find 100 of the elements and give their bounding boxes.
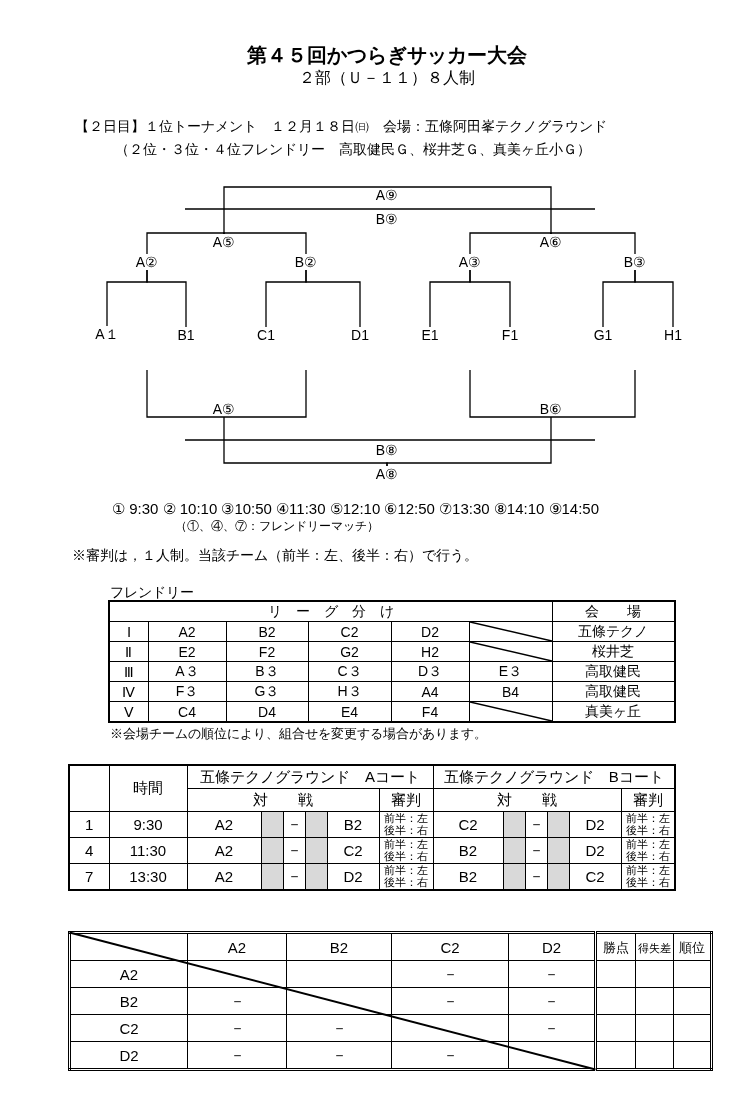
- team-label: G1: [592, 327, 614, 343]
- dash-mark: －: [544, 964, 559, 982]
- referee-note: 前半：左後半：右: [625, 812, 671, 836]
- match-label: A⑤: [211, 234, 237, 250]
- column-header: 五條テクノグラウンド Aコート: [200, 767, 421, 785]
- match-number: 1: [85, 816, 94, 833]
- row-label: A2: [119, 965, 139, 983]
- dash-mark: －: [528, 815, 544, 832]
- dash-mark: －: [331, 1018, 347, 1036]
- venue-name: 高取健民: [585, 682, 642, 699]
- team-label: F1: [500, 327, 520, 343]
- column-header: 審判: [391, 790, 421, 808]
- team-name: H2: [421, 643, 439, 660]
- venue-name: 五條テクノ: [578, 622, 649, 639]
- team-name: C2: [585, 868, 605, 885]
- bracket-line: [550, 369, 636, 418]
- match-label: B⑧: [375, 442, 399, 458]
- dash-mark: －: [528, 867, 544, 884]
- team-label: B1: [176, 327, 196, 343]
- team-label: E1: [420, 327, 440, 343]
- venue-name: 高取健民: [585, 662, 642, 679]
- team-name: C2: [343, 842, 363, 859]
- team-name: D2: [421, 623, 439, 640]
- team-name: E３: [498, 662, 523, 679]
- dash-mark: －: [544, 991, 559, 1009]
- column-header: 順位: [679, 939, 705, 955]
- team-name: D2: [343, 868, 363, 885]
- bracket-line: [223, 232, 307, 255]
- group-number: Ⅲ: [123, 663, 134, 680]
- dash-mark: －: [331, 1045, 347, 1063]
- header-text: 【２日目】１位トーナメント １２月１８日㈰ 会場：五條阿田峯テクノグラウンド: [75, 118, 607, 136]
- team-name: D2: [585, 816, 605, 833]
- bracket-line: [386, 416, 552, 467]
- team-name: H３: [337, 682, 362, 699]
- dash-mark: －: [442, 1045, 458, 1063]
- match-label: B②: [293, 254, 319, 270]
- team-name: F2: [258, 643, 276, 660]
- note-text: ※審判は，１人制。当該チーム（前半：左、後半：右）で行う。: [72, 547, 478, 565]
- referee-note: 前半：左後半：右: [625, 838, 671, 862]
- column-header: 審判: [632, 790, 663, 808]
- bracket-line: [469, 269, 511, 328]
- dash-mark: －: [286, 815, 302, 832]
- dash-mark: －: [544, 1018, 559, 1036]
- team-name: E2: [178, 643, 196, 660]
- team-name: B2: [343, 816, 363, 833]
- team-name: B2: [458, 868, 478, 885]
- team-name: A2: [214, 816, 234, 833]
- team-name: A2: [214, 868, 234, 885]
- referee-note: 前半：左後半：右: [383, 812, 429, 836]
- team-name: C３: [337, 662, 362, 679]
- subtitle: ２部（Ｕ－１１）８人制: [299, 67, 475, 88]
- group-number: Ⅱ: [125, 643, 133, 660]
- row-label: D2: [119, 1046, 139, 1064]
- team-name: D2: [585, 842, 605, 859]
- match-label: B③: [622, 254, 648, 270]
- bracket-line: [305, 269, 361, 328]
- note-text: （①、④、⑦：フレンドリーマッチ）: [175, 518, 379, 535]
- group-number: Ⅴ: [123, 703, 134, 720]
- team-label: C1: [256, 327, 276, 343]
- dash-mark: －: [229, 1018, 245, 1036]
- team-name: C4: [178, 703, 196, 720]
- match-label: A⑤: [211, 401, 237, 417]
- match-label: B⑥: [538, 401, 564, 417]
- team-name: A2: [178, 623, 196, 640]
- match-label: A⑥: [538, 234, 564, 250]
- team-name: B３: [255, 662, 279, 679]
- team-name: A2: [214, 842, 234, 859]
- column-header: リ ー グ 分 け: [267, 602, 394, 619]
- dash-mark: －: [286, 841, 302, 858]
- time-text: 13:30: [129, 868, 167, 885]
- column-header: 会 場: [585, 602, 642, 619]
- bracket-line: [550, 232, 636, 255]
- dash-mark: －: [229, 1045, 245, 1063]
- note-text: ※会場チームの順位により、組合せを変更する場合があります。: [110, 725, 487, 743]
- bracket-line: [386, 186, 552, 235]
- row-label: C2: [119, 1019, 139, 1037]
- team-label: D1: [350, 327, 370, 343]
- team-name: A３: [175, 662, 199, 679]
- team-name: F３: [175, 682, 199, 699]
- team-name: F4: [421, 703, 439, 720]
- title: 第４５回かつらぎサッカー大会: [247, 42, 527, 68]
- group-number: Ⅰ: [126, 623, 131, 640]
- time-schedule: ① 9:30 ② 10:10 ③10:50 ④11:30 ⑤12:10 ⑥12:50 ⑦13:30 ⑧14:10 ⑨14:50: [112, 500, 600, 518]
- team-name: B2: [458, 842, 478, 859]
- venue-name: 真美ヶ丘: [585, 702, 642, 719]
- team-name: D4: [258, 703, 276, 720]
- bracket-line: [146, 369, 225, 418]
- match-label: A⑧: [374, 466, 400, 482]
- column-header: 勝点: [603, 939, 629, 955]
- column-header: D2: [541, 938, 562, 956]
- bracket-line: [146, 269, 187, 328]
- team-name: B4: [501, 683, 520, 700]
- team-label: H1: [663, 327, 683, 343]
- match-label: A③: [457, 254, 483, 270]
- referee-note: 前半：左後半：右: [383, 838, 429, 862]
- column-header: 対 戦: [497, 790, 558, 808]
- referee-note: 前半：左後半：右: [625, 864, 671, 888]
- header-text: （２位・３位・４位フレンドリー 高取健民Ｇ、桜井芝Ｇ、真美ヶ丘小Ｇ）: [115, 141, 591, 159]
- dash-mark: －: [442, 991, 458, 1009]
- bracket-line: [223, 186, 388, 235]
